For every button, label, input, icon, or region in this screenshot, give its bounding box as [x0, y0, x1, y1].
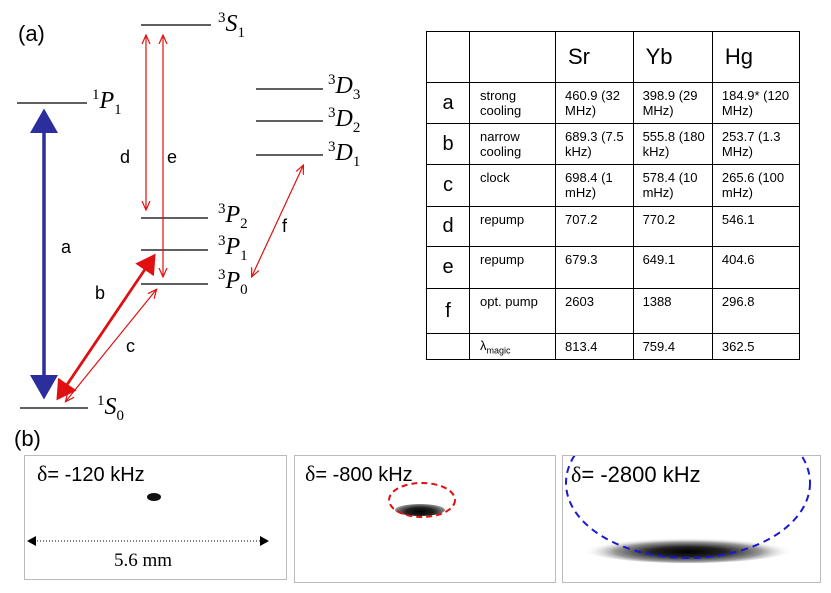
cell-hg: 296.8 — [711, 288, 801, 334]
detuning-label-1: δ= -120 kHz — [37, 461, 145, 486]
level-label-3D1: 3D1 — [328, 139, 361, 170]
row-key: e — [426, 246, 470, 289]
table-header-hg: Hg — [711, 31, 801, 83]
row-name: opt. pump — [469, 288, 556, 334]
cell-hg: 253.7 (1.3 MHz) — [711, 123, 801, 165]
cell-yb: 759.4 — [632, 333, 713, 360]
transition-d-label: d — [120, 147, 131, 167]
cell-sr: 698.4 (1 mHz) — [555, 164, 634, 207]
scale-bar — [27, 536, 269, 546]
level-label-1S0: 1S0 — [97, 393, 124, 424]
scale-bar-label: 5.6 mm — [114, 550, 173, 571]
absorption-image-2: δ= -800 kHz — [294, 455, 556, 583]
table-header-row: Sr Yb Hg — [426, 31, 801, 83]
transition-b-arrow — [56, 253, 156, 401]
row-key: c — [426, 164, 470, 207]
transition-f-arrow — [252, 166, 303, 276]
transition-e-label: e — [167, 147, 178, 167]
cell-hg: 184.9* (120 MHz) — [711, 82, 801, 124]
panel-a-label: (a) — [18, 21, 45, 46]
cell-hg: 404.6 — [711, 246, 801, 289]
row-key: f — [426, 288, 470, 334]
row-name: repump — [469, 206, 556, 247]
row-key: b — [426, 123, 470, 165]
cell-hg: 265.6 (100 mHz) — [711, 164, 801, 207]
table-header-yb: Yb — [632, 31, 713, 83]
table-header-cell — [426, 31, 470, 83]
table-row: e repump 679.3 649.1 404.6 — [426, 246, 801, 289]
cell-yb: 1388 — [632, 288, 713, 334]
cell-sr: 707.2 — [555, 206, 634, 247]
row-key — [426, 333, 470, 360]
table-header-sr: Sr — [555, 31, 634, 83]
cell-yb: 770.2 — [632, 206, 713, 247]
level-label-3D2: 3D2 — [328, 105, 361, 136]
row-key: a — [426, 82, 470, 124]
cell-yb: 578.4 (10 mHz) — [632, 164, 713, 207]
fit-ellipse-blue — [565, 456, 811, 563]
row-name: clock — [469, 164, 556, 207]
cell-sr: 813.4 — [555, 333, 634, 360]
transition-b-label: b — [95, 283, 106, 303]
table-header-cell — [469, 31, 556, 83]
transition-wavelength-table: Sr Yb Hg a strong cooling 460.9 (32 MHz)… — [426, 31, 801, 360]
transition-c-label: c — [126, 336, 135, 356]
cell-hg: 362.5 — [711, 333, 801, 360]
row-name: strong cooling — [469, 82, 556, 124]
table-row: b narrow cooling 689.3 (7.5 kHz) 555.8 (… — [426, 123, 801, 165]
magic-label: λmagic — [469, 333, 556, 360]
cell-sr: 460.9 (32 MHz) — [555, 82, 634, 124]
atom-cloud-1 — [147, 493, 161, 501]
detuning-label-2: δ= -800 kHz — [305, 461, 413, 486]
level-label-3S1: 3S1 — [218, 10, 245, 41]
cell-sr: 689.3 (7.5 kHz) — [555, 123, 634, 165]
atom-cloud-2 — [395, 504, 445, 516]
table-row: f opt. pump 2603 1388 296.8 — [426, 288, 801, 334]
cell-sr: 2603 — [555, 288, 634, 334]
absorption-image-1: δ= -120 kHz 5.6 mm — [24, 455, 287, 580]
level-label-1P1: 1P1 — [92, 87, 122, 118]
level-label-3P0: 3P0 — [218, 267, 248, 298]
row-name: repump — [469, 246, 556, 289]
table-row: c clock 698.4 (1 mHz) 578.4 (10 mHz) 265… — [426, 164, 801, 207]
level-label-3P2: 3P2 — [218, 201, 248, 232]
cell-yb: 649.1 — [632, 246, 713, 289]
table-row: d repump 707.2 770.2 546.1 — [426, 206, 801, 247]
row-key: d — [426, 206, 470, 247]
fit-ellipse-red — [388, 482, 456, 518]
transition-c-arrow — [66, 290, 156, 401]
cell-yb: 555.8 (180 kHz) — [632, 123, 713, 165]
level-label-3D3: 3D3 — [328, 72, 361, 103]
detuning-label-3: δ= -2800 kHz — [571, 462, 701, 487]
energy-level-diagram — [17, 24, 323, 409]
table-row-magic: λmagic 813.4 759.4 362.5 — [426, 333, 801, 360]
cell-sr: 679.3 — [555, 246, 634, 289]
level-label-3P1: 3P1 — [218, 233, 248, 264]
table-row: a strong cooling 460.9 (32 MHz) 398.9 (2… — [426, 82, 801, 124]
transition-f-label: f — [282, 216, 288, 236]
cell-yb: 398.9 (29 MHz) — [632, 82, 713, 124]
absorption-image-3: δ= -2800 kHz — [562, 455, 821, 583]
cell-hg: 546.1 — [711, 206, 801, 247]
transition-a-label: a — [61, 237, 72, 257]
row-name: narrow cooling — [469, 123, 556, 165]
panel-b-label: (b) — [14, 426, 41, 451]
